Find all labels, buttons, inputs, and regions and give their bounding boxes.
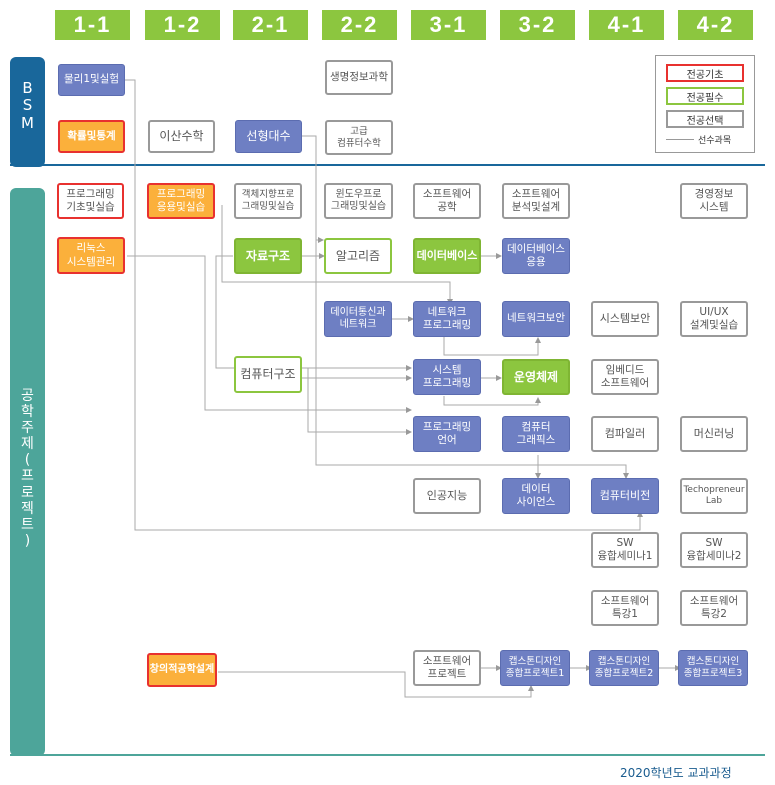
curriculum-caption: 2020학년도 교과과정	[620, 766, 732, 780]
course-linux[interactable]: 리눅스 시스템관리	[57, 237, 125, 274]
course-compiler[interactable]: 컴파일러	[591, 416, 659, 452]
course-physics[interactable]: 물리1및실험	[58, 64, 125, 96]
course-techopreneur[interactable]: Techopreneur Lab	[680, 478, 748, 514]
course-graphics[interactable]: 컴퓨터 그래픽스	[502, 416, 570, 452]
course-prog-applied[interactable]: 프로그래밍 응용및실습	[147, 183, 215, 219]
course-sys-prog[interactable]: 시스템 프로그래밍	[413, 359, 481, 395]
semester-header-4-1: 4-1	[589, 10, 664, 40]
course-sys-security[interactable]: 시스템보안	[591, 301, 659, 337]
course-creative-design[interactable]: 창의적공학설계	[147, 653, 217, 687]
legend-major-required: 전공필수	[666, 87, 744, 105]
course-embedded[interactable]: 임베디드 소프트웨어	[591, 359, 659, 395]
course-discrete-math[interactable]: 이산수학	[148, 120, 215, 153]
bsm-band: B S M	[10, 57, 45, 167]
course-capstone2[interactable]: 캡스톤디자인 종합프로젝트2	[589, 650, 659, 686]
course-net-prog[interactable]: 네트워크 프로그래밍	[413, 301, 481, 337]
course-bioinformatics[interactable]: 생명정보과학	[325, 60, 393, 95]
semester-header-4-2: 4-2	[678, 10, 753, 40]
course-ml[interactable]: 머신러닝	[680, 416, 748, 452]
course-sw-special1[interactable]: 소프트웨어 특강1	[591, 590, 659, 626]
semester-header-1-2: 1-2	[145, 10, 220, 40]
engineering-band-label: 공 학 주 제 ( 프 로 젝 트 )	[21, 388, 34, 549]
course-linear-algebra[interactable]: 선형대수	[235, 120, 302, 153]
course-ai[interactable]: 인공지능	[413, 478, 481, 514]
semester-header-2-2: 2-2	[322, 10, 397, 40]
course-os[interactable]: 운영체제	[502, 359, 570, 395]
course-net-security[interactable]: 네트워크보안	[502, 301, 570, 337]
bsm-divider	[10, 164, 765, 166]
bsm-band-label: B S M	[21, 79, 34, 132]
course-comp-arch[interactable]: 컴퓨터구조	[234, 356, 302, 393]
course-mis[interactable]: 경영정보 시스템	[680, 183, 748, 219]
course-sw-project[interactable]: 소프트웨어 프로젝트	[413, 650, 481, 686]
course-sw-special2[interactable]: 소프트웨어 특강2	[680, 590, 748, 626]
course-capstone1[interactable]: 캡스톤디자인 종합프로젝트1	[500, 650, 570, 686]
course-data-comm[interactable]: 데이터통신과 네트워크	[324, 301, 392, 337]
bottom-divider	[10, 754, 765, 756]
course-sw-seminar1[interactable]: SW 융합세미나1	[591, 532, 659, 568]
course-data-structures[interactable]: 자료구조	[234, 238, 302, 274]
engineering-band: 공 학 주 제 ( 프 로 젝 트 )	[10, 188, 45, 756]
course-adv-comp-math[interactable]: 고급 컴퓨터수학	[325, 120, 393, 155]
semester-header-3-1: 3-1	[411, 10, 486, 40]
semester-header-1-1: 1-1	[55, 10, 130, 40]
course-windows-prog[interactable]: 윈도우프로 그래밍및실습	[324, 183, 393, 219]
legend-prerequisite: 선수과목	[698, 136, 732, 146]
semester-header-3-2: 3-2	[500, 10, 575, 40]
course-oop[interactable]: 객체지향프로 그래밍및실습	[234, 183, 302, 219]
course-algorithms[interactable]: 알고리즘	[324, 238, 392, 274]
course-sw-seminar2[interactable]: SW 융합세미나2	[680, 532, 748, 568]
course-sw-eng[interactable]: 소프트웨어 공학	[413, 183, 481, 219]
course-sw-analysis[interactable]: 소프트웨어 분석및설계	[502, 183, 570, 219]
legend-prerequisite-line	[666, 139, 694, 140]
course-database[interactable]: 데이터베이스	[413, 238, 481, 274]
legend-major-elective: 전공선택	[666, 110, 744, 128]
course-data-science[interactable]: 데이터 사이언스	[502, 478, 570, 514]
course-uiux[interactable]: UI/UX 설계및실습	[680, 301, 748, 337]
semester-header-2-1: 2-1	[233, 10, 308, 40]
course-prob-stats[interactable]: 확률및통계	[58, 120, 125, 153]
course-capstone3[interactable]: 캡스톤디자인 종합프로젝트3	[678, 650, 748, 686]
course-vision[interactable]: 컴퓨터비전	[591, 478, 659, 514]
course-db-applied[interactable]: 데이터베이스 응용	[502, 238, 570, 274]
legend: 전공기초 전공필수 전공선택 선수과목	[655, 55, 755, 153]
course-prog-basics[interactable]: 프로그래밍 기초및실습	[57, 183, 124, 219]
course-prog-lang[interactable]: 프로그래밍 언어	[413, 416, 481, 452]
legend-major-basic: 전공기초	[666, 64, 744, 82]
